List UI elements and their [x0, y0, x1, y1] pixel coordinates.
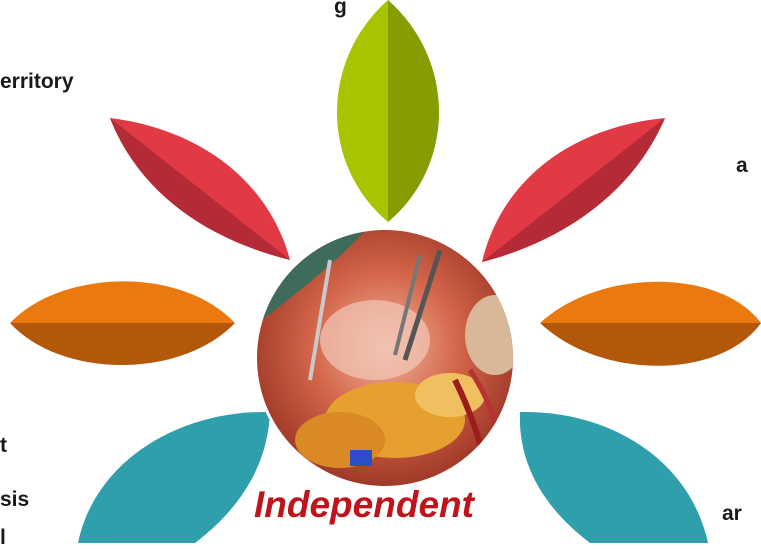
petal-upper-right	[482, 118, 665, 262]
petal-lower-right	[520, 412, 708, 543]
petal-right	[540, 282, 761, 366]
label-top: g	[334, 0, 347, 17]
label-left-lower-1: t	[0, 435, 7, 456]
petal-left	[10, 281, 235, 365]
petal-top	[337, 0, 439, 222]
label-left-lower-2: sis	[0, 489, 29, 510]
label-top-left: erritory	[0, 71, 74, 92]
label-left-lower-3: l	[0, 527, 6, 548]
petal-lower-left	[78, 412, 270, 543]
center-surgical-image	[250, 225, 525, 495]
center-label: Independent	[254, 486, 474, 523]
label-right-upper: a	[736, 155, 748, 176]
petal-upper-left	[110, 118, 290, 260]
label-right-lower: ar	[722, 503, 742, 524]
